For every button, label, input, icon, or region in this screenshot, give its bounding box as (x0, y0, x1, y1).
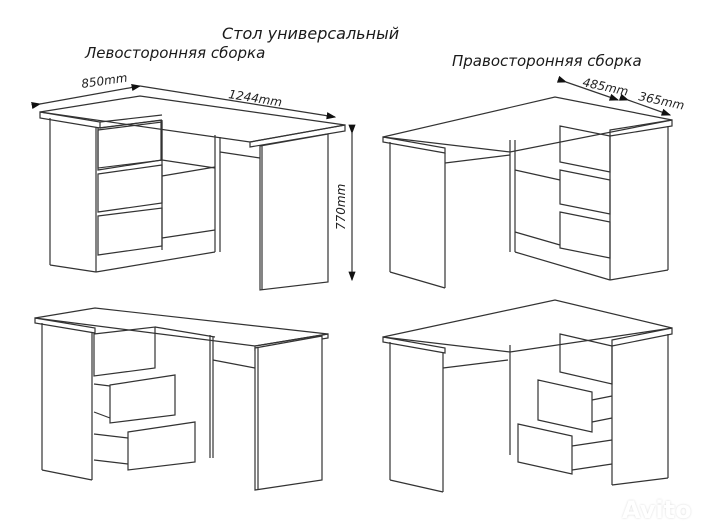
left-assembly-label: Левосторонняя сборка (85, 44, 266, 62)
diagram-title: Стол универсальный (222, 24, 400, 43)
left-desk-open (34, 307, 329, 491)
dim-365: 365mm (637, 89, 685, 112)
dim-770: 770mm (334, 184, 348, 230)
dim-1244: 1244mm (228, 87, 283, 109)
dim-850: 850mm (80, 71, 128, 91)
left-desk-closed: 850mm 1244mm 770mm (31, 71, 356, 291)
right-desk-closed: 485mm 365mm (382, 75, 686, 289)
right-assembly-label: Правосторонняя сборка (452, 52, 642, 70)
avito-watermark: Avito (622, 496, 692, 524)
right-desk-open (382, 299, 673, 493)
